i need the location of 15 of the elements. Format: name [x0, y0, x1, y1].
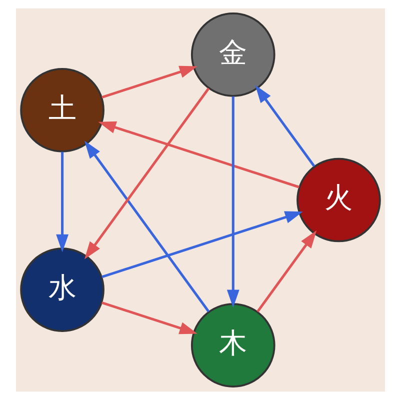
arrow: [56, 152, 68, 252]
node-circle: 火: [296, 158, 380, 242]
node-circle: 水: [20, 248, 104, 332]
node-circle: 土: [20, 68, 104, 152]
arrow: [254, 85, 315, 168]
arrow: [226, 96, 239, 308]
arrow: [84, 140, 210, 312]
arrow: [101, 301, 197, 334]
node-circle: 金: [190, 12, 275, 97]
node-circle: 木: [190, 303, 275, 388]
arrow: [101, 211, 302, 278]
arrow: [256, 230, 316, 312]
arrow: [98, 121, 299, 188]
arrow: [84, 88, 210, 260]
arrow: [101, 66, 197, 99]
